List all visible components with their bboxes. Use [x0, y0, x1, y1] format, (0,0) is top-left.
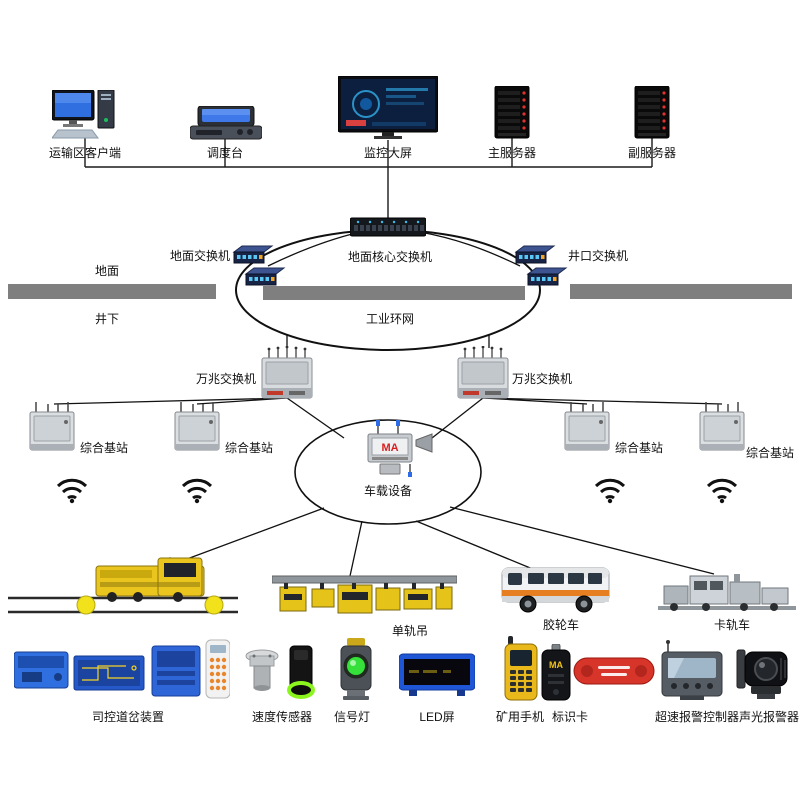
tg-switch-right-label: 万兆交换机 — [511, 372, 573, 386]
underground-label: 井下 — [94, 312, 120, 326]
ground-switch-label: 地面交换机 — [169, 249, 231, 263]
led-screen-label: LED屏 — [419, 710, 455, 724]
id-card-badge-text: MA — [549, 660, 563, 670]
wifi-signal-1-icon — [54, 474, 90, 509]
core-switch-icon — [349, 216, 427, 243]
signal-light-icon — [333, 638, 379, 707]
base-station-2-label: 综合基站 — [224, 441, 274, 455]
main-server-label: 主服务器 — [487, 146, 537, 160]
client-computer-icon — [51, 89, 116, 147]
base-station-4-label: 综合基站 — [745, 446, 795, 460]
monitor-big-screen-label: 监控大屏 — [363, 146, 413, 160]
rail-car-icon — [658, 566, 796, 623]
base-station-3-label: 综合基站 — [614, 441, 664, 455]
led-screen-icon — [398, 650, 476, 703]
ground-switch-icon — [230, 244, 288, 295]
wifi-signal-4-icon — [704, 474, 740, 509]
switch-control-device-label: 司控道岔装置 — [91, 710, 165, 724]
onboard-device-icon: MA — [340, 420, 440, 485]
base-station-1-icon — [28, 401, 76, 459]
onboard-screen-text: MA — [381, 442, 398, 454]
rubber-wheel-vehicle-icon — [498, 560, 613, 621]
tg-switch-left-label: 万兆交换机 — [195, 372, 257, 386]
sound-light-alarm-icon — [735, 642, 795, 707]
overspeed-alarm-controller-icon — [660, 640, 724, 707]
mining-phone-label: 矿用手机 — [495, 710, 545, 724]
monorail-crane-icon — [271, 570, 458, 627]
dispatch-console-icon — [189, 105, 263, 149]
id-card-label: 标识卡 — [551, 710, 589, 724]
speed-sensor-icon — [244, 640, 322, 707]
mining-phone-icon — [503, 636, 539, 707]
sound-light-alarm-label: 声光报警器 — [738, 710, 800, 724]
wellhead-switch-label: 井口交换机 — [567, 249, 629, 263]
rubber-wheel-vehicle-label: 胶轮车 — [542, 618, 580, 632]
locomotive-icon — [8, 556, 238, 623]
wellhead-switch-icon — [512, 244, 570, 295]
main-server-icon — [494, 85, 530, 147]
base-station-4-icon — [698, 401, 746, 459]
monitor-big-screen-icon — [337, 75, 439, 147]
onboard-device-label: 车载设备 — [363, 484, 413, 498]
core-switch-label: 地面核心交换机 — [347, 250, 433, 264]
id-tag-strip-icon — [572, 654, 656, 695]
tg-switch-right-icon — [455, 345, 511, 409]
wifi-signal-3-icon — [592, 474, 628, 509]
signal-light-label: 信号灯 — [333, 710, 371, 724]
client-computer-label: 运输区客户端 — [48, 146, 122, 160]
wifi-signal-2-icon — [179, 474, 215, 509]
overspeed-alarm-controller-label: 超速报警控制器 — [654, 710, 740, 724]
speed-sensor-label: 速度传感器 — [251, 710, 313, 724]
secondary-server-label: 副服务器 — [627, 146, 677, 160]
base-station-3-icon — [563, 401, 611, 459]
base-station-2-icon — [173, 401, 221, 459]
secondary-server-icon — [634, 85, 670, 147]
id-card-icon: MA — [540, 643, 572, 709]
tg-switch-left-icon — [259, 345, 315, 409]
base-station-1-label: 综合基站 — [79, 441, 129, 455]
switch-control-device-icon — [13, 638, 231, 707]
industrial-ring-label: 工业环网 — [365, 312, 415, 326]
monorail-crane-label: 单轨吊 — [391, 624, 429, 638]
dispatch-console-label: 调度台 — [206, 146, 244, 160]
surface-label: 地面 — [94, 264, 120, 278]
rail-car-label: 卡轨车 — [713, 618, 751, 632]
